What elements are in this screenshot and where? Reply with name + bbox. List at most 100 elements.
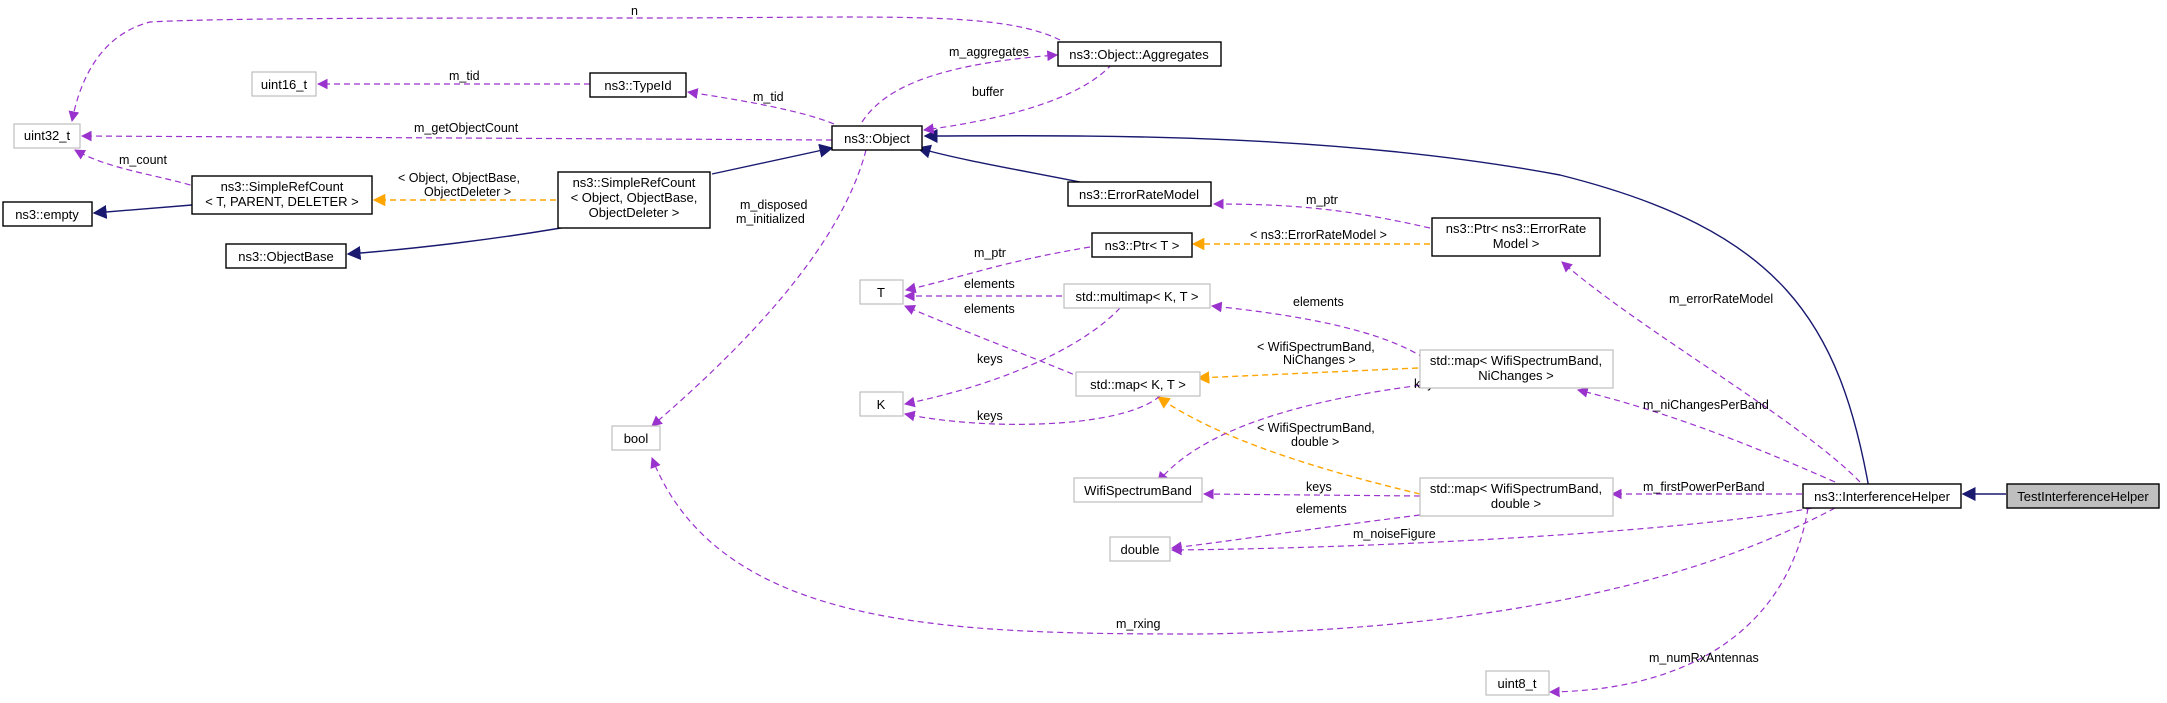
- edge-label-elements: elements: [1296, 502, 1347, 516]
- edge-m-disposed-initialized: [651, 149, 867, 427]
- edge-label-elements: elements: [1293, 295, 1344, 309]
- edge-m-aggregates: [861, 50, 1059, 123]
- edge-label-template-nichanges: NiChanges >: [1283, 353, 1356, 367]
- edge-label-template-nichanges: < WifiSpectrumBand,: [1257, 340, 1375, 354]
- node-simplerefcount-template[interactable]: ns3::SimpleRefCount < T, PARENT, DELETER…: [191, 175, 373, 215]
- node-ptr-errorratemodel-label: Model >: [1493, 236, 1540, 251]
- node-uint8-t[interactable]: uint8_t: [1485, 670, 1550, 696]
- edge-label-template-object: < Object, ObjectBase,: [398, 171, 520, 185]
- node-std-map-kt-label: std::map< K, T >: [1090, 377, 1186, 392]
- node-errorratemodel[interactable]: ns3::ErrorRateModel: [1067, 181, 1212, 207]
- edge-label-m-ptr: m_ptr: [974, 246, 1006, 260]
- node-object-aggregates-label: ns3::Object::Aggregates: [1069, 47, 1209, 62]
- edge-label-elements: elements: [964, 277, 1015, 291]
- node-ptr-errorratemodel-label: ns3::Ptr< ns3::ErrorRate: [1446, 221, 1587, 236]
- node-K-label: K: [877, 397, 886, 412]
- node-K[interactable]: K: [859, 391, 904, 417]
- edge-label-m-noisefigure: m_noiseFigure: [1353, 527, 1436, 541]
- edge-elements-map-nichanges-multimap: [1210, 301, 1425, 359]
- node-map-double-label: std::map< WifiSpectrumBand,: [1430, 481, 1602, 496]
- node-ns3-ptr-t-label: ns3::Ptr< T >: [1105, 238, 1180, 253]
- node-interferencehelper-label: ns3::InterferenceHelper: [1814, 489, 1951, 504]
- node-wifispectrumband[interactable]: WifiSpectrumBand: [1073, 477, 1203, 503]
- node-ns3-objectbase[interactable]: ns3::ObjectBase: [225, 243, 347, 269]
- edge-buffer: [922, 63, 1113, 135]
- edge-m-noisefigure: [1170, 507, 1813, 556]
- node-map-nichanges[interactable]: std::map< WifiSpectrumBand, NiChanges >: [1419, 349, 1614, 389]
- edge-label-m-nichangesperband: m_niChangesPerBand: [1643, 398, 1769, 412]
- edge-label-elements: elements: [964, 302, 1015, 316]
- edge-m-numrxantennas: [1548, 507, 1809, 698]
- node-double-label: double: [1120, 542, 1159, 557]
- node-object-aggregates[interactable]: ns3::Object::Aggregates: [1057, 41, 1222, 67]
- edge-label-m-numrxantennas: m_numRxAntennas: [1649, 651, 1759, 665]
- node-testinterferencehelper-label: TestInterferenceHelper: [2017, 489, 2149, 504]
- node-simplerefcount-template-label: ns3::SimpleRefCount: [221, 179, 344, 194]
- edge-label-m-getobjectcount: m_getObjectCount: [414, 121, 519, 135]
- edge-tpl-map-nichanges: [1196, 367, 1419, 384]
- edge-elements-map-double-double: [1170, 514, 1421, 553]
- node-ns3-typeid[interactable]: ns3::TypeId: [589, 72, 687, 98]
- node-ns3-object[interactable]: ns3::Object: [831, 125, 923, 151]
- edge-m-nichangesperband: [1576, 387, 1836, 483]
- node-ns3-objectbase-label: ns3::ObjectBase: [238, 249, 333, 264]
- edge-m-getobjectcount: [80, 130, 833, 142]
- edge-label-keys: keys: [977, 352, 1003, 366]
- node-uint16-t[interactable]: uint16_t: [251, 71, 317, 97]
- edge-m-ptr-t: [904, 246, 1091, 294]
- edge-m-rxing: [650, 456, 1836, 635]
- edge-label-n: n: [631, 4, 638, 18]
- node-map-nichanges-label: NiChanges >: [1478, 368, 1554, 383]
- edge-keys-map-kt-k: [903, 395, 1161, 425]
- edge-keys-map-nichanges-wsb: [1157, 383, 1431, 483]
- node-simplerefcount-object-label: < Object, ObjectBase,: [571, 190, 698, 205]
- node-ns3-typeid-label: ns3::TypeId: [604, 78, 671, 93]
- node-simplerefcount-object[interactable]: ns3::SimpleRefCount < Object, ObjectBase…: [557, 171, 711, 229]
- edge-n: [68, 16, 1061, 123]
- edge-simplerefcount-tpl-to-empty: [92, 204, 193, 219]
- edge-m-ptr-erm: [1212, 198, 1431, 229]
- edge-label-m-count: m_count: [119, 153, 167, 167]
- edge-keys-map-double-wsb: [1202, 488, 1421, 500]
- edge-label-template-erm: < ns3::ErrorRateModel >: [1250, 228, 1387, 242]
- edge-label-m-tid: m_tid: [449, 69, 480, 83]
- edge-errorratemodel-to-object: [916, 144, 1091, 185]
- node-std-multimap[interactable]: std::multimap< K, T >: [1063, 283, 1211, 309]
- node-std-multimap-label: std::multimap< K, T >: [1075, 289, 1198, 304]
- node-simplerefcount-template-label: < T, PARENT, DELETER >: [205, 194, 358, 209]
- node-testinterferencehelper[interactable]: TestInterferenceHelper: [2006, 483, 2160, 509]
- edge-m-errorratemodel: [1561, 261, 1861, 483]
- node-uint32-t[interactable]: uint32_t: [13, 123, 81, 149]
- node-ns3-ptr-t[interactable]: ns3::Ptr< T >: [1091, 232, 1193, 258]
- node-ns3-object-label: ns3::Object: [844, 131, 910, 146]
- edge-tpl-map-double: [1156, 396, 1421, 495]
- edge-label-buffer: buffer: [972, 85, 1004, 99]
- node-interferencehelper[interactable]: ns3::InterferenceHelper: [1802, 483, 1962, 509]
- edge-label-m-aggregates: m_aggregates: [949, 45, 1029, 59]
- node-map-double[interactable]: std::map< WifiSpectrumBand, double >: [1419, 477, 1614, 517]
- node-simplerefcount-object-label: ObjectDeleter >: [589, 205, 680, 220]
- edge-label-m-tid: m_tid: [753, 90, 784, 104]
- node-ns3-empty-label: ns3::empty: [15, 207, 79, 222]
- edge-label-m-ptr: m_ptr: [1306, 193, 1338, 207]
- edge-interferencehelper-to-object: [923, 128, 1871, 495]
- edge-label-m-firstpowerperband: m_firstPowerPerBand: [1643, 480, 1765, 494]
- edge-label-m-initialized: m_initialized: [736, 212, 805, 226]
- edge-label-template-double: double >: [1291, 435, 1339, 449]
- node-map-nichanges-label: std::map< WifiSpectrumBand,: [1430, 353, 1602, 368]
- edge-label-template-object: ObjectDeleter >: [424, 185, 511, 199]
- edge-elements-map-kt-t: [904, 304, 1083, 379]
- edge-label-m-disposed: m_disposed: [740, 198, 807, 212]
- node-uint16-t-label: uint16_t: [261, 77, 308, 92]
- node-wifispectrumband-label: WifiSpectrumBand: [1084, 483, 1192, 498]
- node-double[interactable]: double: [1109, 536, 1171, 562]
- node-T[interactable]: T: [859, 279, 904, 305]
- node-ptr-errorratemodel[interactable]: ns3::Ptr< ns3::ErrorRate Model >: [1431, 217, 1601, 257]
- node-bool[interactable]: bool: [611, 425, 661, 451]
- node-std-map-kt[interactable]: std::map< K, T >: [1075, 371, 1201, 397]
- edge-m-count: [74, 149, 201, 189]
- edge-m-tid-typeid: [686, 88, 835, 125]
- node-ns3-empty[interactable]: ns3::empty: [2, 201, 93, 227]
- node-bool-label: bool: [624, 431, 649, 446]
- node-errorratemodel-label: ns3::ErrorRateModel: [1079, 187, 1199, 202]
